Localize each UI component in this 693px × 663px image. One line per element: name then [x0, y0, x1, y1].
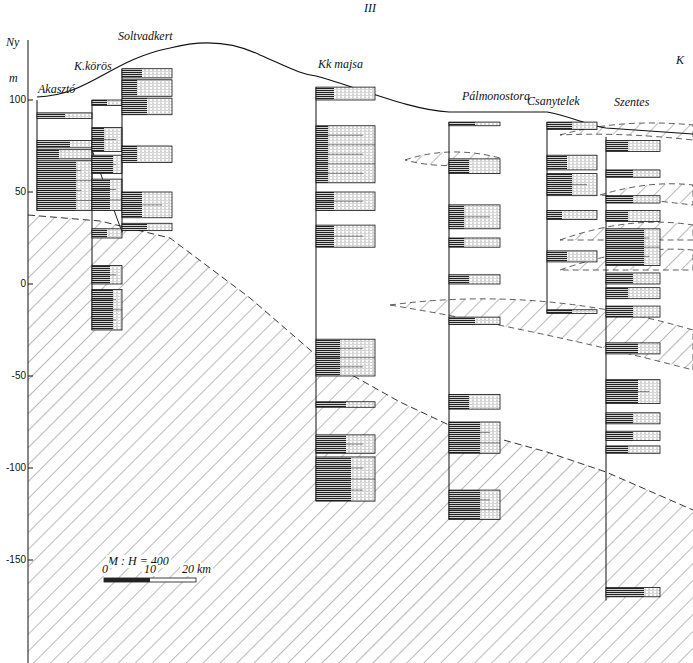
axis-value: 0 [0, 278, 26, 289]
axis-value: -50 [0, 370, 26, 381]
section-label: Szentes [614, 96, 649, 109]
section-label: Akasztó [38, 83, 75, 96]
section-label: Csanytelek [527, 95, 580, 108]
section-label: 0 [100, 563, 110, 576]
section-label: Pálmonostora [462, 90, 530, 103]
axis-value: 50 [0, 186, 26, 197]
section-label: m [9, 72, 18, 85]
section-label: Kk majsa [318, 58, 363, 71]
section-label: K.körös [74, 60, 112, 73]
section-label: III [364, 2, 376, 15]
section-label: Ny [6, 36, 19, 49]
axis-value: 100 [0, 94, 26, 105]
section-label: 10 [142, 563, 158, 576]
section-label: K [676, 54, 684, 67]
axis-value: -100 [0, 462, 26, 473]
section-label: Soltvadkert [118, 30, 173, 43]
section-label: M : H = 400 [106, 555, 171, 568]
axis-value: -150 [0, 554, 26, 565]
section-label: 20 km [180, 563, 213, 576]
